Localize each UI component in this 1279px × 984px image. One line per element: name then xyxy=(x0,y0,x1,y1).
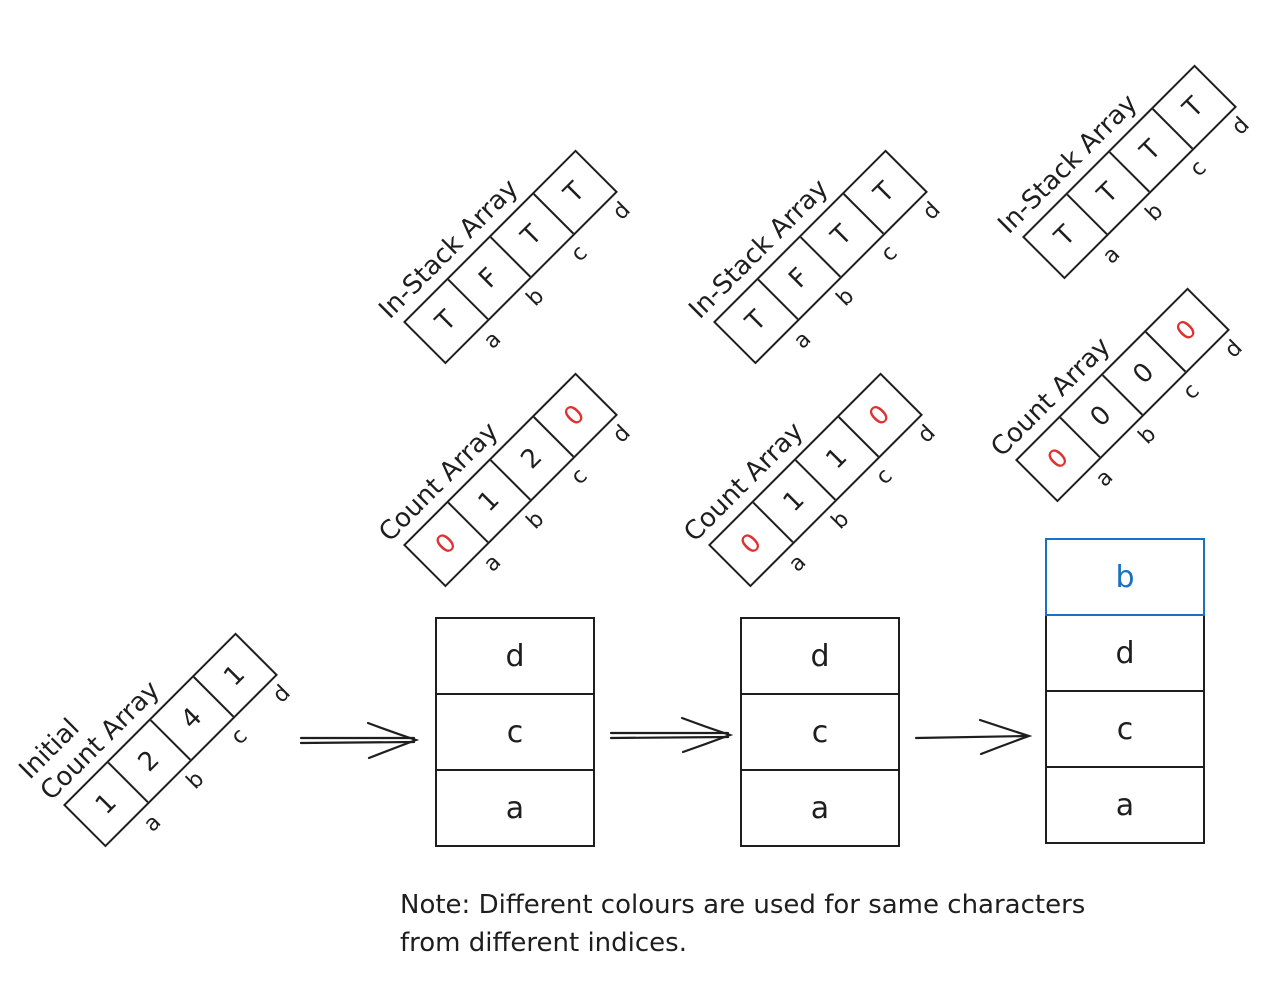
stack-slot: d xyxy=(740,617,900,695)
arrow-3 xyxy=(914,718,1033,756)
double-arrow-1 xyxy=(299,721,420,760)
note: Note: Different colours are used for sam… xyxy=(400,886,1260,962)
stack-slot: c xyxy=(435,693,595,771)
double-arrow-2 xyxy=(609,716,734,754)
stack-slot: a xyxy=(740,769,900,847)
stack-slot: c xyxy=(740,693,900,771)
note-line-1: Note: Different colours are used for sam… xyxy=(400,890,1086,920)
stack-slot: a xyxy=(1045,766,1205,844)
stack-slot: d xyxy=(435,617,595,695)
note-line-2: from different indices. xyxy=(400,928,687,958)
stack-slot: b xyxy=(1045,538,1205,616)
stack-slot: a xyxy=(435,769,595,847)
stack-slot: c xyxy=(1045,690,1205,768)
stack-slot: d xyxy=(1045,614,1205,692)
